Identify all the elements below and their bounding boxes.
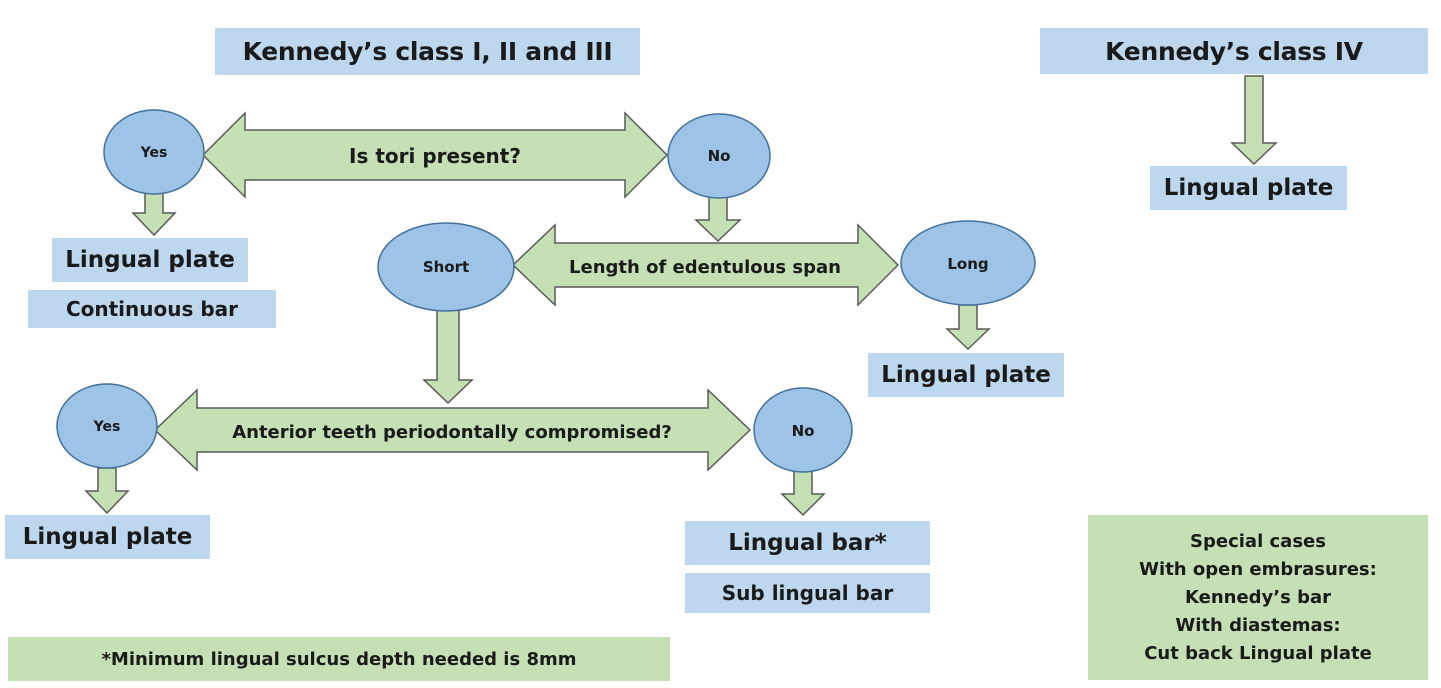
anterior-no-sub-lingual-bar: Sub lingual bar [685,573,930,613]
anterior-double-arrow [153,388,752,472]
tori-yes-lingual-plate: Lingual plate [52,238,248,282]
header-class-i-ii-iii: Kennedy’s class I, II and III [215,28,640,75]
class-iv-lingual-plate: Lingual plate [1150,166,1347,210]
anterior-no-lingual-bar: Lingual bar* [685,521,930,565]
tori-no-label: No [708,147,731,165]
span-long-label: Long [947,255,988,273]
special-cases-line-cut-back: Cut back Lingual plate [1144,642,1372,664]
tori-yes-circle [103,109,205,195]
down-arrow-tori-yes [131,189,177,237]
down-arrow-long [945,304,991,351]
anterior-question-label: Anterior teeth periodontally compromised… [232,422,672,443]
special-cases-line-kennedys-bar: Kennedy’s bar [1184,586,1332,608]
anterior-no-label: No [792,422,815,440]
long-lingual-plate: Lingual plate [868,353,1064,397]
down-arrow-tori-no [694,195,742,243]
span-long-ellipse [900,220,1036,306]
down-arrow-class-iv [1230,75,1278,166]
special-cases-line-open-embrasures: With open embrasures: [1139,558,1377,580]
span-short-ellipse [377,222,515,312]
anterior-yes-lingual-plate: Lingual plate [5,515,210,559]
down-arrow-short [422,309,474,405]
anterior-yes-circle [56,383,158,469]
tori-question-label: Is tori present? [349,144,521,168]
down-arrow-anterior-yes [84,467,130,515]
special-cases-line-diastemas: With diastemas: [1175,614,1341,636]
tori-yes-label: Yes [140,145,168,161]
span-question-label: Length of edentulous span [569,257,841,278]
anterior-no-circle [753,387,853,473]
span-double-arrow [511,223,900,307]
tori-no-circle [667,113,771,199]
anterior-yes-label: Yes [93,419,121,435]
span-short-label: Short [423,258,469,276]
tori-double-arrow [201,111,669,199]
special-cases-title: Special cases [1190,530,1326,552]
tori-yes-continuous-bar: Continuous bar [28,290,276,328]
header-class-iv: Kennedy’s class IV [1040,28,1428,74]
special-cases-box: Special cases With open embrasures: Kenn… [1088,515,1428,680]
footnote: *Minimum lingual sulcus depth needed is … [8,637,670,681]
down-arrow-anterior-no [780,469,826,517]
